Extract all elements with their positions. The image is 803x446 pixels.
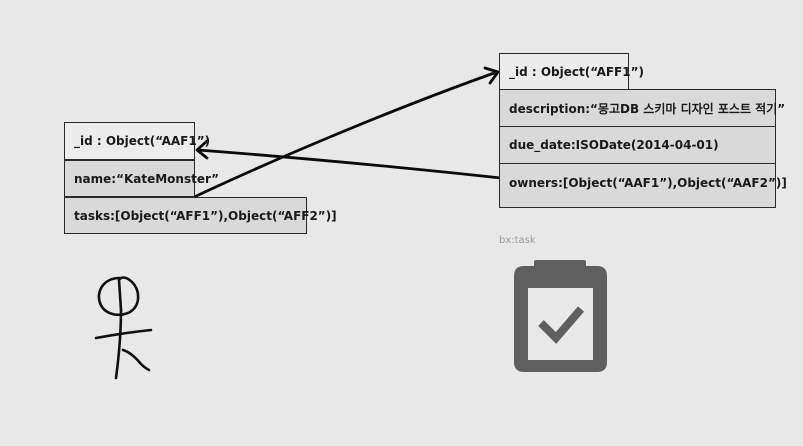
task-due-date-row: due_date:ISODate(2014-04-01) xyxy=(499,126,776,164)
user-tasks-text: tasks:[Object(“AFF1”),Object(“AFF2”)] xyxy=(74,208,337,223)
task-owners-row: owners:[Object(“AAF1”),Object(“AAF2”)] xyxy=(499,163,787,208)
stick-figure-icon xyxy=(94,276,153,380)
task-due-date-text: due_date:ISODate(2014-04-01) xyxy=(509,138,719,152)
tasks-reference-arrow xyxy=(169,66,500,210)
task-description-row: description:“몽고DB 스키마 디자인 포스트 적기” xyxy=(499,89,785,127)
user-tasks-row: tasks:[Object(“AFF1”),Object(“AFF2”)] xyxy=(64,197,337,234)
clipboard-check-icon xyxy=(514,260,607,372)
task-description-text: description:“몽고DB 스키마 디자인 포스트 적기” xyxy=(509,101,786,116)
user-name-row: name:“KateMonster” xyxy=(64,160,219,197)
user-id-text: _id : Object(“AAF1”) xyxy=(74,134,211,148)
user-name-text: name:“KateMonster” xyxy=(74,171,220,186)
user-id-row: _id : Object(“AAF1”) xyxy=(64,122,210,160)
task-id-row: _id : Object(“AFF1”) xyxy=(499,53,644,90)
task-id-text: _id : Object(“AFF1”) xyxy=(509,64,644,79)
task-owners-text: owners:[Object(“AAF1”),Object(“AAF2”)] xyxy=(509,176,787,190)
task-icon-caption: bx:task xyxy=(499,235,536,246)
